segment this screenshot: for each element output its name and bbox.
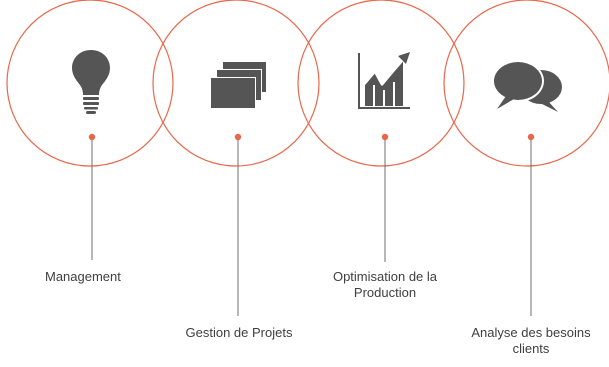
label-gestion-projets-line-1: Gestion de Projets: [185, 325, 293, 340]
label-analyse-line-2: clients: [512, 341, 550, 356]
circle-management: [6, 0, 174, 167]
label-optimisation-line-2: Production: [353, 285, 417, 300]
circle-gestion-projets: [152, 0, 320, 167]
dot-analyse: [527, 133, 535, 141]
label-optimisation-line-1: Optimisation de la: [332, 269, 438, 284]
label-analyse: Analyse des besoins clients: [449, 325, 609, 357]
dot-optimisation: [381, 133, 389, 141]
dot-management: [88, 133, 96, 141]
label-optimisation: Optimisation de la Production: [316, 269, 454, 301]
label-management-line-1: Management: [45, 269, 121, 284]
circle-optimisation: [297, 0, 465, 167]
label-analyse-line-1: Analyse des besoins: [471, 325, 591, 340]
circle-analyse: [443, 0, 609, 167]
label-management: Management: [45, 269, 137, 285]
label-gestion-projets: Gestion de Projets: [166, 325, 312, 341]
lightbulb-icon: [72, 50, 110, 114]
growth-chart-icon: [358, 52, 410, 109]
dot-gestion-projets: [234, 133, 242, 141]
speech-bubbles-icon: [492, 60, 562, 112]
stacked-windows-icon: [210, 62, 266, 109]
